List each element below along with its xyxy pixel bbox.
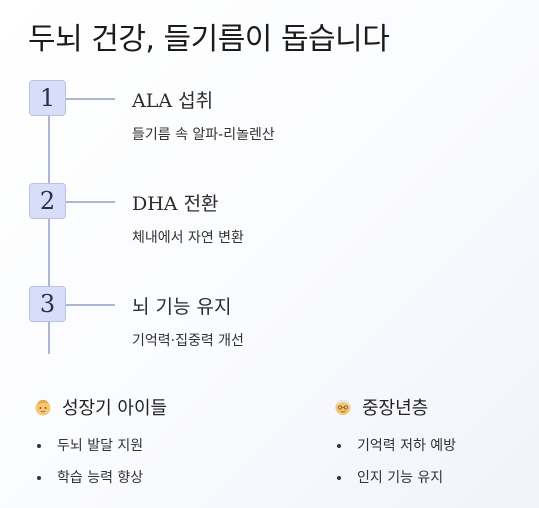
step-connector [66, 98, 115, 100]
group-header: 성장기 아이들 [33, 394, 167, 420]
step-description: 기억력·집중력 개선 [132, 333, 244, 349]
timeline-line [48, 100, 50, 354]
group-title: 중장년층 [362, 398, 429, 419]
step-1: 1 ALA 섭취 들기름 속 알파-리놀렌산 [29, 80, 509, 143]
group-middle-aged: 중장년층 기억력 저하 예방 인지 기능 유지 [333, 394, 456, 500]
group-children: 성장기 아이들 두뇌 발달 지원 학습 능력 향상 [33, 394, 167, 500]
step-connector [66, 201, 115, 203]
step-title: 뇌 기능 유지 [132, 296, 232, 318]
page-title: 두뇌 건강, 들기름이 돕습니다 [28, 22, 390, 57]
step-description: 들기름 속 알파-리놀렌산 [132, 127, 275, 143]
list-item: 학습 능력 향상 [33, 468, 167, 500]
step-title: ALA 섭취 [132, 90, 214, 112]
step-number-box: 3 [29, 286, 66, 322]
step-title: DHA 전환 [132, 193, 219, 215]
list-item: 기억력 저하 예방 [333, 436, 456, 468]
list-item: 두뇌 발달 지원 [33, 436, 167, 468]
group-header: 중장년층 [333, 394, 456, 420]
group-title: 성장기 아이들 [62, 398, 168, 419]
step-connector [66, 304, 115, 306]
group-list: 기억력 저하 예방 인지 기능 유지 [333, 436, 456, 500]
list-item: 인지 기능 유지 [333, 468, 456, 500]
child-face-icon [33, 397, 53, 417]
older-adult-face-icon [333, 397, 353, 417]
step-3: 3 뇌 기능 유지 기억력·집중력 개선 [29, 286, 509, 349]
step-2: 2 DHA 전환 체내에서 자연 변환 [29, 183, 509, 246]
step-description: 체내에서 자연 변환 [132, 230, 244, 246]
step-number-box: 1 [29, 80, 66, 116]
group-list: 두뇌 발달 지원 학습 능력 향상 [33, 436, 167, 500]
step-number-box: 2 [29, 183, 66, 219]
